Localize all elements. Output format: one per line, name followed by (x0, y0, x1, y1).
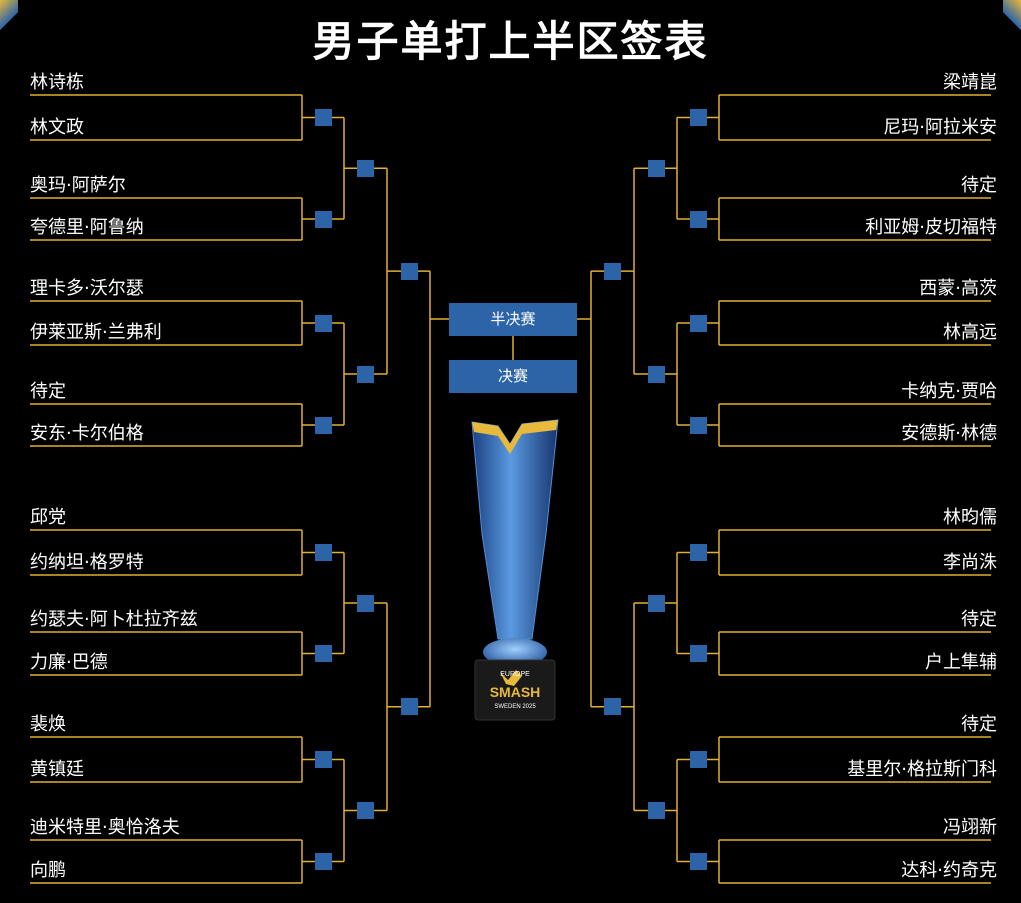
logo-line1: EUROPE (500, 671, 530, 678)
bracket-slot (314, 109, 332, 126)
bracket-slot (400, 698, 418, 716)
bracket-slot (689, 751, 707, 768)
player-name: 梁靖崑 (943, 72, 997, 93)
player-name: 林诗栋 (30, 72, 84, 93)
bracket-slot (647, 802, 665, 819)
player-name: 力廉·巴德 (30, 652, 108, 673)
player-name: 安德斯·林德 (901, 423, 997, 444)
bracket-slot (314, 544, 332, 561)
bracket-slot (689, 109, 707, 126)
bracket-slot (603, 698, 621, 716)
bracket-slot (314, 210, 332, 228)
bracket-slot (647, 159, 665, 177)
bracket-slot (689, 544, 707, 561)
bracket-slot (647, 594, 665, 612)
logo-line2: SMASH (490, 684, 541, 700)
player-name: 基里尔·格拉斯门科 (847, 759, 997, 780)
bracket-slot (356, 594, 374, 612)
bracket-slot (689, 416, 707, 434)
player-name: 卡纳克·贾哈 (901, 381, 997, 402)
player-name: 理卡多·沃尔瑟 (30, 278, 144, 299)
player-name: 夸德里·阿鲁纳 (30, 217, 144, 238)
bracket-slot (603, 262, 621, 280)
logo-line3: SWEDEN 2025 (494, 704, 536, 710)
player-name: 约瑟夫·阿卜杜拉齐兹 (30, 609, 198, 630)
player-name: 黄镇廷 (30, 759, 84, 780)
bracket-slot (356, 365, 374, 383)
decorative-corner-icon (1003, 0, 1021, 32)
bracket-slot (314, 645, 332, 662)
bracket-slot (314, 314, 332, 332)
player-name: 李尚洙 (943, 552, 997, 573)
player-name: 林文政 (30, 117, 84, 138)
player-name: 约纳坦·格罗特 (30, 552, 144, 573)
player-name: 林高远 (943, 322, 997, 343)
player-name: 迪米特里·奥恰洛夫 (30, 817, 180, 838)
semifinal-box: 半决赛 (449, 303, 577, 336)
decorative-corner-icon (0, 0, 18, 32)
player-name: 达科·约奇克 (901, 860, 997, 881)
player-name: 待定 (30, 381, 66, 402)
trophy-icon: EUROPE SMASH SWEDEN 2025 (471, 419, 559, 721)
player-name: 奥玛·阿萨尔 (30, 175, 126, 196)
player-name: 待定 (961, 175, 997, 196)
bracket-slot (356, 802, 374, 819)
bracket-slot (689, 853, 707, 870)
player-name: 待定 (961, 714, 997, 735)
player-name: 伊莱亚斯·兰弗利 (30, 322, 162, 343)
bracket-slot (689, 210, 707, 228)
player-name: 安东·卡尔伯格 (30, 423, 144, 444)
final-box: 决赛 (449, 360, 577, 393)
player-name: 尼玛·阿拉米安 (883, 117, 997, 138)
bracket-slot (647, 365, 665, 383)
player-name: 利亚姆·皮切福特 (865, 217, 997, 238)
player-name: 冯翊新 (943, 817, 997, 838)
bracket-slot (356, 159, 374, 177)
bracket-slot (314, 853, 332, 870)
page-title: 男子单打上半区签表 (312, 17, 709, 66)
player-name: 林昀儒 (943, 507, 997, 528)
bracket-slot (314, 416, 332, 434)
bracket-slot (314, 751, 332, 768)
player-name: 户上隼辅 (925, 652, 997, 673)
player-name: 邱党 (30, 507, 66, 528)
player-name: 西蒙·高茨 (919, 278, 997, 299)
player-name: 待定 (961, 609, 997, 630)
player-name: 裴焕 (30, 714, 66, 735)
bracket-slot (400, 262, 418, 280)
bracket-slot (689, 314, 707, 332)
bracket-slot (689, 645, 707, 662)
player-name: 向鹏 (30, 860, 66, 881)
